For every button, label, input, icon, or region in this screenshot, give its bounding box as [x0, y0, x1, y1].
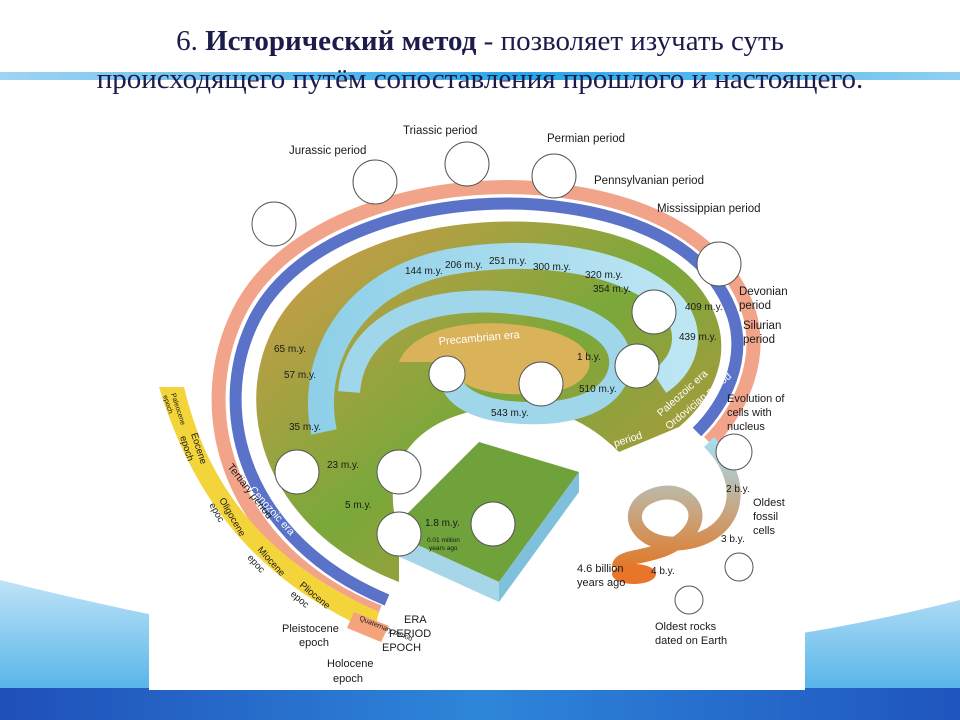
label-permian: Permian period	[547, 133, 625, 145]
note-evolution-2: cells with	[727, 407, 772, 419]
label-320my: 320 m.y.	[585, 270, 623, 281]
vignette-precambrian	[428, 355, 466, 393]
vignette-oldest-rocks	[674, 585, 704, 615]
label-35my: 35 m.y.	[289, 422, 321, 433]
label-5my: 5 m.y.	[345, 500, 371, 511]
label-1-8my: 1.8 m.y.	[425, 518, 460, 529]
label-1by: 1 b.y.	[577, 352, 601, 363]
epoch-band	[159, 387, 379, 632]
vignette-tertiary-1	[274, 449, 320, 495]
label-triassic: Triassic period	[403, 125, 477, 137]
label-holocene-2: epoch	[333, 673, 363, 685]
note-earth-age-1: 4.6 billion	[577, 563, 623, 575]
spiral-tail	[612, 437, 741, 570]
vignette-devonian	[696, 241, 742, 287]
top-stripe	[0, 72, 960, 80]
vignette-nucleus-cells	[715, 433, 753, 471]
label-543my: 543 m.y.	[491, 408, 529, 419]
vignette-tertiary-2	[376, 449, 422, 495]
label-silurian-1: Silurian	[743, 320, 781, 332]
slide-title: 6. Исторический метод - позволяет изучат…	[0, 22, 960, 98]
label-4by: 4 b.y.	[651, 566, 675, 577]
label-206my: 206 m.y.	[445, 260, 483, 271]
label-409my: 409 m.y.	[685, 302, 723, 313]
water-channel	[307, 242, 698, 435]
label-23my: 23 m.y.	[327, 460, 359, 471]
label-pleistocene-2: epoch	[299, 637, 329, 649]
era-band	[229, 197, 744, 606]
label-holocene-1: Holocene	[327, 658, 373, 670]
label-510my: 510 m.y.	[579, 384, 617, 395]
vignette-cretaceous	[251, 201, 297, 247]
spiral-illustration: Jurassic period Triassic period Permian …	[159, 125, 788, 685]
label-144my: 144 m.y.	[405, 266, 443, 277]
vignette-triassic	[444, 141, 490, 187]
label-0-01-million: 0.01 million	[427, 537, 460, 544]
note-oldest-rocks-2: dated on Earth	[655, 635, 727, 647]
note-fossil-1: Oldest	[753, 497, 785, 509]
note-oldest-rocks-1: Oldest rocks	[655, 621, 717, 633]
label-354my: 354 m.y.	[593, 284, 631, 295]
vignette-silurian	[631, 289, 677, 335]
title-term: Исторический метод	[205, 25, 477, 57]
spiral-origin	[612, 564, 656, 584]
vignette-fossil-cells	[724, 552, 754, 582]
label-devonian-2: period	[739, 300, 771, 312]
label-devonian-1: Devonian	[739, 286, 788, 298]
note-evolution-1: Evolution of	[727, 393, 785, 405]
vignette-ordovician	[614, 343, 660, 389]
label-3by: 3 b.y.	[721, 534, 745, 545]
vignette-permian	[531, 153, 577, 199]
period-band-outer	[211, 180, 761, 619]
label-mississippian: Mississippian period	[657, 203, 761, 215]
block-front-face	[389, 532, 499, 602]
note-fossil-3: cells	[753, 525, 776, 537]
quaternary-band	[347, 612, 389, 642]
label-300my: 300 m.y.	[533, 262, 571, 273]
title-separator: .	[190, 25, 206, 57]
legend-era: ERA	[404, 614, 427, 626]
label-pennsylvanian: Pennsylvanian period	[594, 175, 704, 187]
label-57my: 57 m.y.	[284, 370, 316, 381]
block-side-face	[499, 472, 579, 602]
title-line1-rest: позволяет изучать суть	[500, 25, 784, 57]
note-fossil-2: fossil	[753, 511, 778, 523]
title-number: 6	[176, 25, 191, 57]
geologic-time-spiral-figure: Jurassic period Triassic period Permian …	[149, 112, 805, 690]
vignette-jurassic	[352, 159, 398, 205]
legend-epoch: EPOCH	[382, 642, 421, 654]
label-65my: 65 m.y.	[274, 344, 306, 355]
note-evolution-3: nucleus	[727, 421, 765, 433]
label-years-ago-small: years ago	[429, 545, 458, 552]
label-2by: 2 b.y.	[726, 484, 750, 495]
title-dash: -	[476, 25, 501, 57]
label-silurian-2: period	[743, 334, 775, 346]
label-pleistocene-1: Pleistocene	[282, 623, 339, 635]
legend-period: PERIOD	[389, 628, 431, 640]
label-jurassic: Jurassic period	[289, 145, 366, 157]
label-439my: 439 m.y.	[679, 332, 717, 343]
vignette-cambrian	[518, 361, 564, 407]
title-line2: происходящего путём сопоставления прошло…	[96, 63, 864, 95]
vignette-quaternary-2	[470, 501, 516, 547]
note-earth-age-2: years ago	[577, 577, 625, 589]
label-251my: 251 m.y.	[489, 256, 527, 267]
vignette-quaternary-1	[376, 511, 422, 557]
